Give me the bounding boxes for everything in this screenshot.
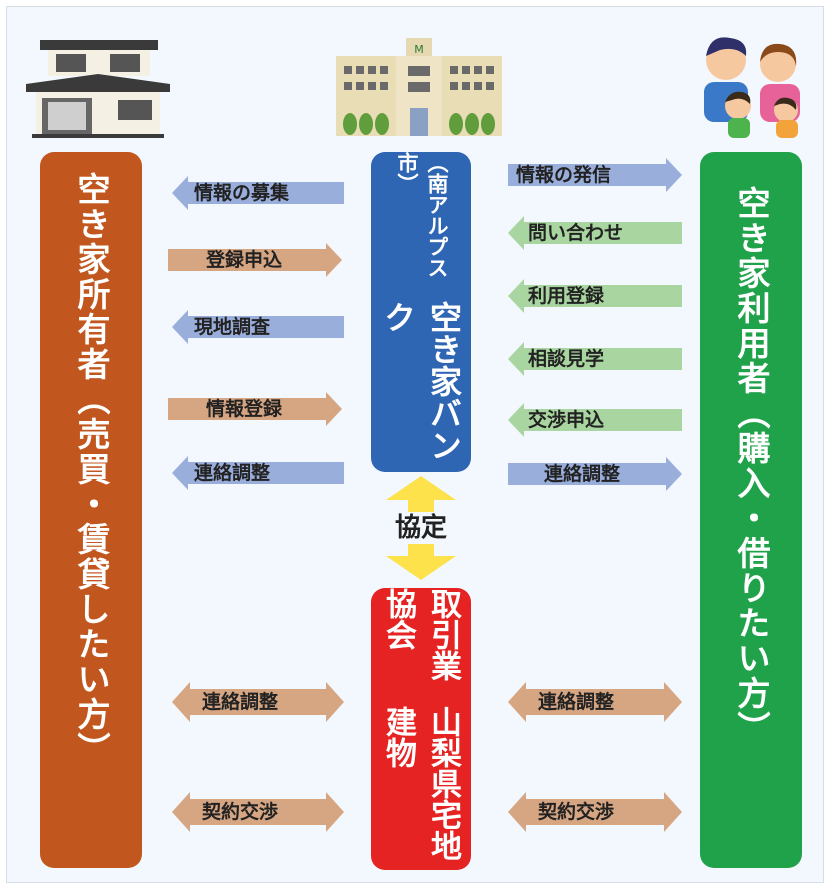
arrow-label: 連絡調整 — [202, 691, 279, 713]
association-box: 山梨県宅地建物 取引業協会 — [371, 588, 471, 870]
arrow-label: 相談見学 — [528, 348, 605, 370]
arrow-label: 連絡調整 — [538, 691, 615, 713]
user-label: 空き家利用者（購入・借りたい方） — [732, 186, 771, 746]
arrow-label: 情報の募集 — [194, 182, 290, 204]
svg-text:M: M — [414, 43, 424, 56]
bank-subtitle: （南アルプス市） — [395, 152, 449, 278]
arrow-label: 情報の発信 — [516, 164, 612, 186]
arrow-label: 交渉申込 — [528, 409, 605, 431]
akiya-bank-box: 空き家バンク （南アルプス市） — [371, 152, 471, 472]
user-column: 空き家利用者（購入・借りたい方） — [700, 152, 802, 868]
arrow-label: 登録申込 — [206, 249, 283, 271]
arrow-label: 契約交渉 — [538, 801, 615, 823]
arrow-inquiry: 問い合わせ — [508, 216, 682, 250]
arrow-label: 情報登録 — [206, 398, 283, 420]
agreement-label: 協定 — [382, 512, 460, 544]
arrow-liaison-bottom-left: 連絡調整 — [172, 682, 344, 722]
arrow-liaison-bottom-right: 連絡調整 — [508, 682, 682, 722]
association-line2: 取引業協会 — [380, 588, 461, 681]
arrow-label: 連絡調整 — [194, 462, 271, 484]
arrow-usage-registration: 利用登録 — [508, 279, 682, 313]
owner-label: 空き家所有者（売買・賃貸したい方） — [72, 172, 111, 767]
agreement-arrow: 協定 — [382, 476, 460, 580]
arrow-label: 利用登録 — [528, 285, 605, 307]
house-icon — [26, 40, 170, 138]
owner-column: 空き家所有者（売買・賃貸したい方） — [40, 152, 142, 868]
arrow-label: 契約交渉 — [202, 801, 279, 823]
arrow-contract-bottom-left: 契約交渉 — [172, 792, 344, 832]
arrow-info-registration: 情報登録 — [168, 392, 342, 426]
bank-title: 空き家バンク — [379, 301, 463, 462]
arrow-negotiation-application: 交渉申込 — [508, 403, 682, 437]
arrow-registration-application: 登録申込 — [168, 243, 342, 277]
arrow-label: 連絡調整 — [544, 463, 621, 485]
arrow-info-dissemination: 情報の発信 — [508, 158, 682, 192]
arrow-site-survey: 現地調査 — [172, 310, 344, 344]
arrow-info-recruitment: 情報の募集 — [172, 176, 344, 210]
arrow-label: 問い合わせ — [528, 222, 624, 244]
arrow-consultation-tour: 相談見学 — [508, 342, 682, 376]
arrow-contract-bottom-right: 契約交渉 — [508, 792, 682, 832]
city-hall-icon: M — [336, 38, 502, 136]
association-line1: 山梨県宅地建物 — [380, 705, 461, 861]
family-icon — [704, 37, 800, 138]
arrow-liaison-left: 連絡調整 — [172, 456, 344, 490]
arrow-liaison-right: 連絡調整 — [508, 457, 682, 491]
arrow-label: 現地調査 — [194, 316, 271, 338]
